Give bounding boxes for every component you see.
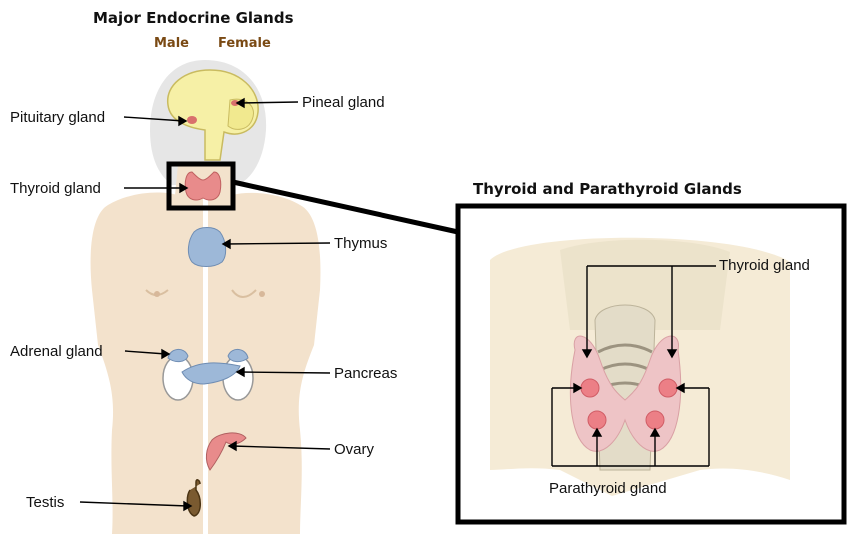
pineal-gland-label: Pineal gland [302,95,385,110]
ovary-label: Ovary [334,442,374,457]
male-label: Male [154,37,189,50]
thymus [188,228,225,267]
inset-title: Thyroid and Parathyroid Glands [473,182,742,197]
testis-label: Testis [26,495,64,510]
parathyroid-upper-left [581,379,599,397]
inset-panel [458,206,844,522]
adrenal-gland-label: Adrenal gland [10,344,103,359]
pituitary-gland-label: Pituitary gland [10,110,105,125]
female-label: Female [218,37,271,50]
parathyroid-lower-left [588,411,606,429]
inset-parathyroid-label: Parathyroid gland [549,481,667,496]
male-nipple [154,291,160,297]
inset-thyroid-label: Thyroid gland [719,258,810,273]
thyroid-gland-label: Thyroid gland [10,181,101,196]
female-nipple [259,291,265,297]
parathyroid-upper-right [659,379,677,397]
pancreas-label: Pancreas [334,366,397,381]
diagram-title: Major Endocrine Glands [93,11,294,26]
thymus-label: Thymus [334,236,387,251]
pituitary-gland [187,116,197,124]
parathyroid-lower-right [646,411,664,429]
